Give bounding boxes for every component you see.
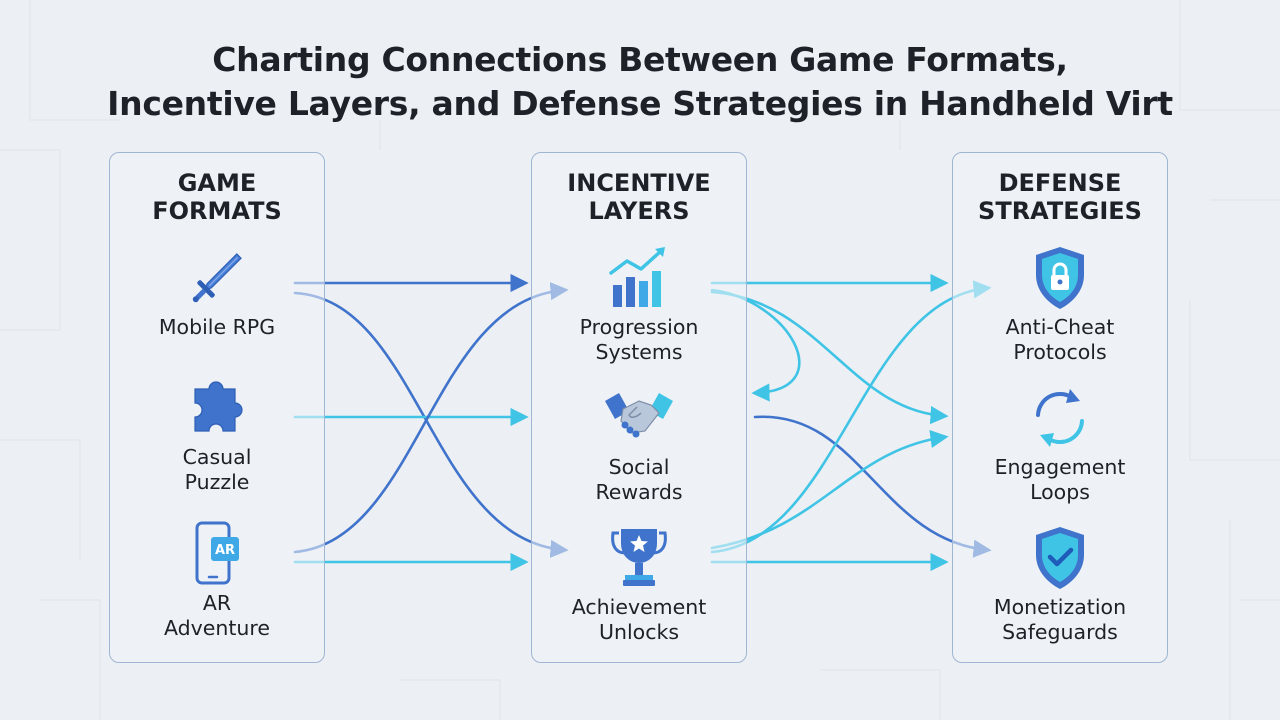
node-ar-adventure[interactable]: AR AR Adventure (110, 521, 324, 641)
handshake-icon (605, 393, 673, 438)
growth-chart-icon (609, 247, 665, 307)
node-casual-puzzle[interactable]: Casual Puzzle (110, 375, 324, 495)
column-heading: INCENTIVE LAYERS (567, 169, 711, 225)
column-game-formats: GAME FORMATS Mobile RPG Casual Puzzle AR… (109, 152, 325, 663)
column-heading: GAME FORMATS (152, 169, 282, 225)
trophy-icon (611, 529, 667, 586)
column-defense-strategies: DEFENSE STRATEGIES Anti-Cheat Protocols … (952, 152, 1168, 663)
node-monetization-safeguards[interactable]: Monetization Safeguards (953, 525, 1167, 645)
sword-icon (192, 253, 242, 303)
shield-check-icon (1036, 527, 1084, 589)
node-label: Monetization Safeguards (993, 595, 1127, 644)
node-label: Engagement Loops (994, 455, 1126, 504)
title-line-1: Charting Connections Between Game Format… (212, 40, 1068, 79)
diagram-title: Charting Connections Between Game Format… (0, 38, 1280, 126)
svg-text:AR: AR (215, 543, 235, 558)
ar-phone-icon: AR (195, 521, 239, 585)
node-engagement-loops[interactable]: Engagement Loops (953, 385, 1167, 505)
node-label: Mobile RPG (158, 315, 276, 339)
node-label: Progression Systems (579, 315, 699, 364)
node-progression-systems[interactable]: Progression Systems (532, 245, 746, 365)
node-label: Achievement Unlocks (571, 595, 707, 644)
node-label: Anti-Cheat Protocols (1005, 315, 1115, 364)
title-line-2: Incentive Layers, and Defense Strategies… (107, 84, 1173, 123)
node-achievement-unlocks[interactable]: Achievement Unlocks (532, 525, 746, 645)
refresh-cycle-icon (1036, 389, 1084, 447)
shield-lock-icon (1036, 247, 1084, 309)
column-incentive-layers: INCENTIVE LAYERS Progression Systems Soc… (531, 152, 747, 663)
node-label: AR Adventure (163, 591, 271, 640)
column-heading: DEFENSE STRATEGIES (978, 169, 1142, 225)
node-label: Social Rewards (595, 455, 683, 504)
node-label: Casual Puzzle (182, 445, 252, 494)
node-social-rewards[interactable]: Social Rewards (532, 385, 746, 505)
node-anti-cheat-protocols[interactable]: Anti-Cheat Protocols (953, 245, 1167, 365)
puzzle-piece-icon (194, 381, 243, 432)
node-mobile-rpg[interactable]: Mobile RPG (110, 245, 324, 340)
